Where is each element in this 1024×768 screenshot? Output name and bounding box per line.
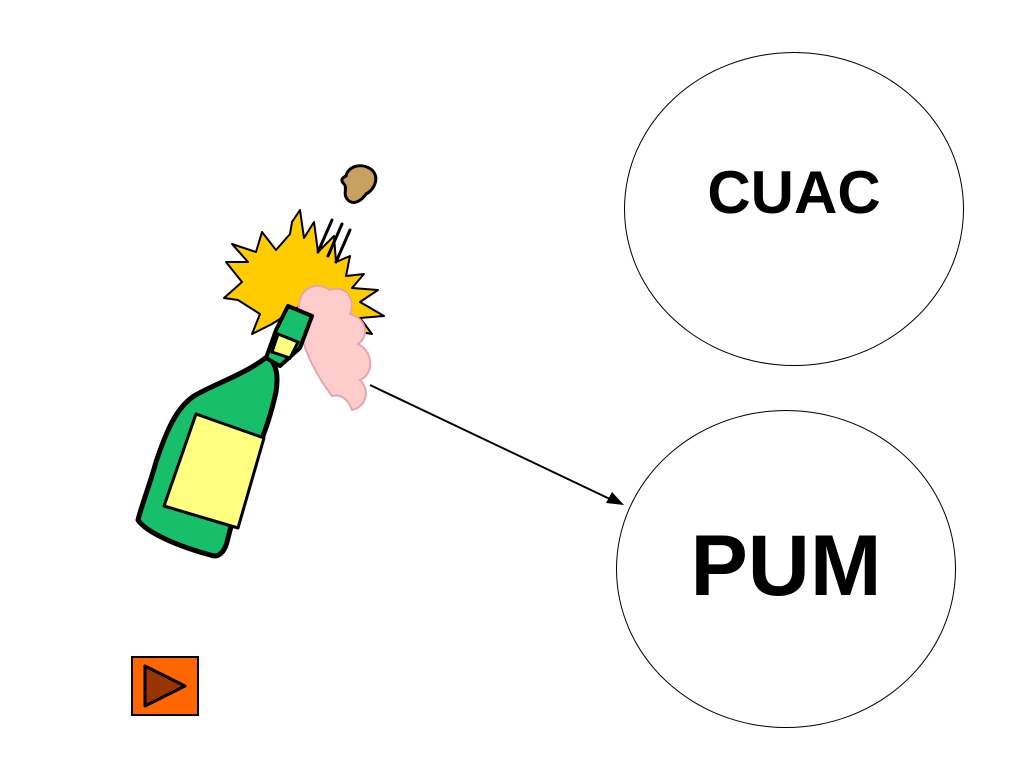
bubble-pum[interactable]: PUM (616, 410, 956, 728)
bottle-label-icon (162, 412, 266, 530)
champagne-bottle-popping-icon (135, 164, 385, 559)
bottle-foil-icon (270, 332, 301, 360)
bubble-cuac-label: CUAC (707, 159, 881, 226)
motion-lines-icon (316, 218, 352, 264)
cork-icon (340, 164, 378, 204)
next-slide-button[interactable] (131, 656, 199, 716)
foam-icon (297, 284, 372, 412)
bubble-pum-label: PUM (690, 518, 882, 614)
bubble-cuac[interactable]: CUAC (624, 52, 964, 366)
play-triangle-icon (143, 664, 187, 708)
